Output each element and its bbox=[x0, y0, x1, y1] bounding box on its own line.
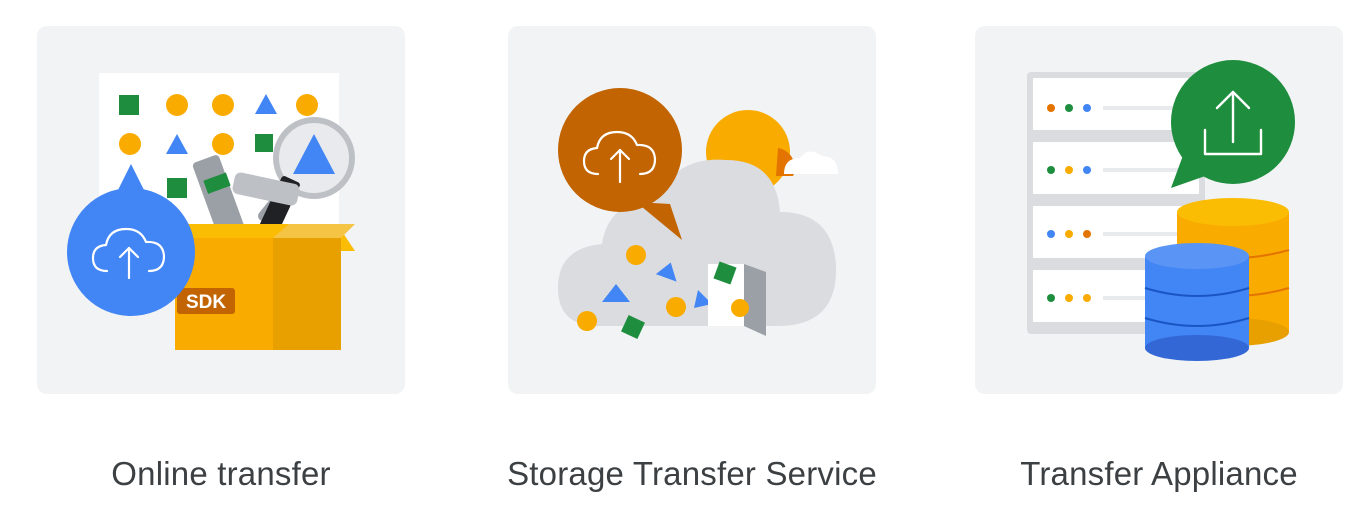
blue-triangle-shape bbox=[694, 290, 712, 308]
online-transfer-title: Online transfer bbox=[111, 455, 331, 492]
transfer-appliance-illustration bbox=[1027, 60, 1295, 361]
storage-transfer-service-card[interactable] bbox=[508, 26, 876, 394]
speech-bubble-tail bbox=[636, 202, 682, 240]
online-transfer-illustration: SDK bbox=[67, 73, 355, 350]
blue-database-icon bbox=[1144, 243, 1250, 361]
green-square-shape bbox=[167, 178, 187, 198]
yellow-circle-shape bbox=[666, 297, 686, 317]
yellow-circle-shape bbox=[212, 94, 234, 116]
large-cloud-shape bbox=[558, 159, 837, 326]
speech-bubble-tail bbox=[117, 164, 145, 192]
blue-triangle-shape bbox=[655, 262, 677, 282]
upload-arrow-icon bbox=[1203, 90, 1263, 156]
blue-triangle-shape bbox=[255, 94, 277, 114]
yellow-circle-shape bbox=[626, 245, 646, 265]
yellow-circle-shape bbox=[577, 311, 597, 331]
blue-triangle-shape bbox=[602, 284, 630, 302]
transfer-appliance-title: Transfer Appliance bbox=[1020, 455, 1298, 492]
green-square-shape bbox=[621, 315, 645, 339]
storage-transfer-service-title: Storage Transfer Service bbox=[507, 455, 877, 492]
storage-transfer-service-illustration bbox=[558, 88, 838, 339]
online-transfer-card[interactable]: SDK bbox=[37, 26, 405, 394]
yellow-circle-shape bbox=[166, 94, 188, 116]
yellow-circle-shape bbox=[296, 94, 318, 116]
transfer-appliance-card[interactable] bbox=[975, 26, 1343, 394]
cloud-upload-icon bbox=[91, 227, 166, 280]
server-unit bbox=[1033, 206, 1199, 258]
yellow-circle-shape bbox=[119, 133, 141, 155]
open-door bbox=[744, 264, 766, 336]
speech-bubble-tail bbox=[1171, 150, 1211, 188]
yellow-circle-shape bbox=[731, 299, 749, 317]
small-cloud-shape bbox=[784, 151, 838, 174]
box-side bbox=[273, 238, 341, 350]
blue-triangle-shape bbox=[166, 134, 188, 154]
hammer-head bbox=[232, 172, 300, 206]
sdk-label-bg bbox=[177, 288, 235, 314]
server-unit bbox=[1033, 142, 1199, 194]
blue-speech-bubble bbox=[67, 188, 195, 316]
cloud-upload-icon bbox=[582, 130, 657, 184]
sdk-label: SDK bbox=[186, 292, 226, 313]
green-square-shape bbox=[713, 261, 737, 285]
green-square-shape bbox=[119, 95, 139, 115]
blue-triangle-shape bbox=[293, 134, 335, 174]
yellow-circle-shape bbox=[212, 133, 234, 155]
green-square-shape bbox=[255, 134, 273, 152]
